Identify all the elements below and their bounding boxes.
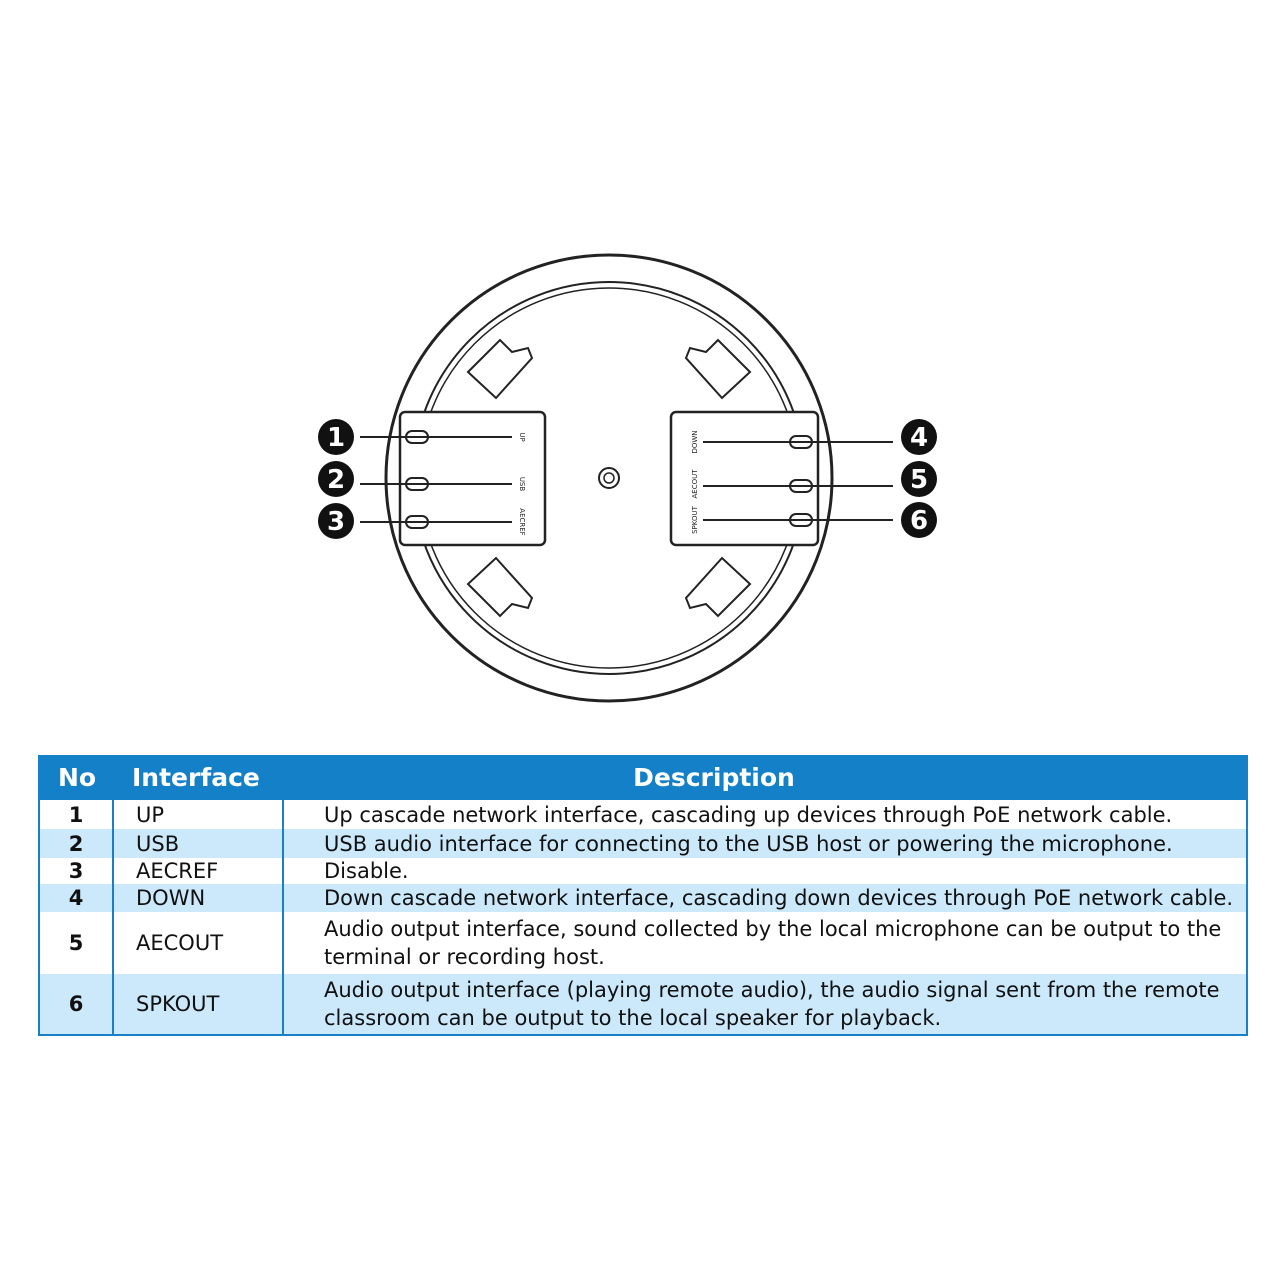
table-row: 5 AECOUT Audio output interface, sound c…	[40, 912, 1246, 974]
header-no: No	[58, 763, 97, 792]
port-label-usb: USB	[518, 477, 526, 492]
clip-top-left	[466, 338, 534, 400]
callout-6: 6	[910, 506, 928, 536]
left-port-panel	[398, 410, 547, 547]
row-no: 4	[40, 884, 114, 912]
row-no: 1	[40, 800, 114, 829]
row-interface: SPKOUT	[114, 974, 284, 1034]
row-description: Up cascade network interface, cascading …	[324, 802, 1173, 827]
table-row: 6 SPKOUT Audio output interface (playing…	[40, 974, 1246, 1034]
row-interface: AECREF	[114, 858, 284, 884]
port-label-spkout: SPKOUT	[691, 505, 699, 534]
table-row: 4 DOWN Down cascade network interface, c…	[40, 884, 1246, 912]
header-interface: Interface	[132, 763, 260, 792]
row-no: 5	[40, 912, 114, 974]
row-no: 2	[40, 829, 114, 858]
row-interface: UP	[114, 800, 284, 829]
table-row: 2 USB USB audio interface for connecting…	[40, 829, 1246, 858]
row-interface: AECOUT	[114, 912, 284, 974]
row-description: Audio output interface (playing remote a…	[324, 978, 1220, 1030]
port-label-up: UP	[518, 432, 526, 441]
row-interface: USB	[114, 829, 284, 858]
row-interface: DOWN	[114, 884, 284, 912]
interface-table: No Interface Description 1 UP Up cascade…	[38, 755, 1248, 1036]
row-description: Down cascade network interface, cascadin…	[324, 886, 1234, 910]
callout-2: 2	[327, 465, 345, 495]
port-label-aecref: AECREF	[518, 508, 526, 535]
row-description: Disable.	[324, 859, 409, 883]
row-no: 3	[40, 858, 114, 884]
device-outer-ring	[384, 253, 834, 703]
right-port-panel	[669, 410, 820, 547]
clip-bottom-left	[466, 556, 534, 618]
row-description: Audio output interface, sound collected …	[324, 917, 1222, 969]
callout-3: 3	[327, 507, 345, 537]
row-no: 6	[40, 974, 114, 1034]
table-row: 3 AECREF Disable.	[40, 858, 1246, 884]
row-description: USB audio interface for connecting to th…	[324, 831, 1173, 856]
port-label-aecout: AECOUT	[691, 469, 699, 499]
device-bottom-diagram: UP USB AECREF DOWN AECOUT SPKOUT 1 2 3 4…	[318, 253, 937, 703]
clip-bottom-right	[684, 556, 752, 618]
header-description: Description	[633, 762, 795, 792]
center-screw-icon	[598, 467, 620, 489]
callout-4: 4	[910, 423, 928, 453]
clip-top-right	[684, 338, 752, 400]
callout-5: 5	[910, 465, 928, 495]
table-row: 1 UP Up cascade network interface, casca…	[40, 800, 1246, 829]
port-label-down: DOWN	[691, 430, 699, 453]
table-header: No Interface Description	[40, 755, 1246, 800]
callout-1: 1	[327, 423, 345, 453]
